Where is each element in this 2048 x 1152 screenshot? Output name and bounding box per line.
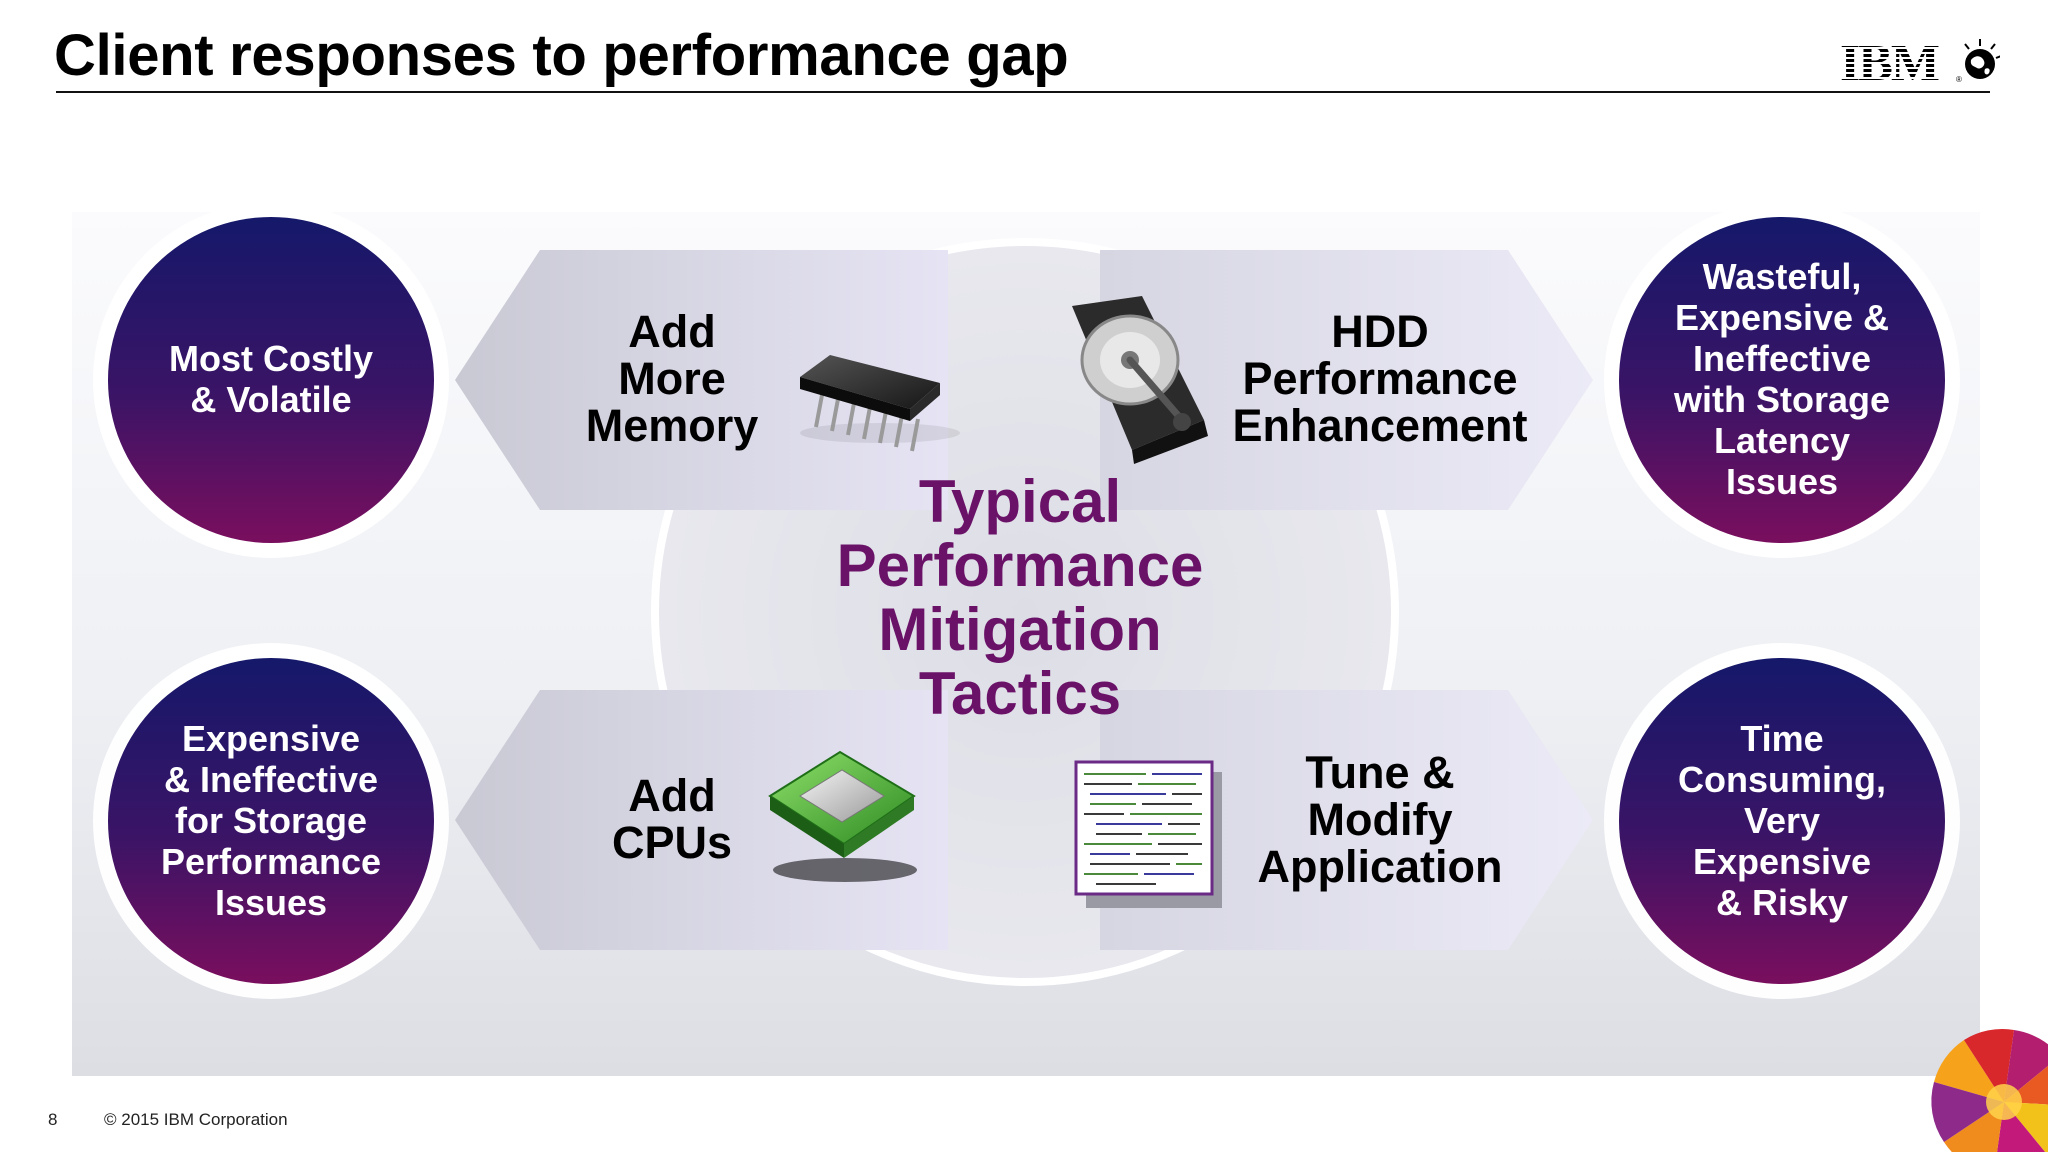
hexagon-cpus <box>455 690 948 950</box>
hard-drive-icon <box>1072 296 1208 464</box>
svg-text:IBM: IBM <box>1840 35 1939 92</box>
code-document-icon <box>1074 760 1222 908</box>
outcome-circle-tune <box>1619 658 1945 984</box>
cpu-icon <box>768 750 917 882</box>
tactic-text-hdd: HDD Performance Enhancement <box>1232 306 1528 451</box>
outcome-text-cpus: Expensive & Ineffective for Storage Perf… <box>160 718 382 923</box>
hexagon-memory <box>455 250 948 510</box>
hexagon-hdd <box>1100 250 1593 510</box>
hexagon-tune <box>1100 690 1593 950</box>
tactic-text-memory: Add More Memory <box>585 306 759 451</box>
center-label: Typical Performance Mitigation Tactics <box>836 468 1204 727</box>
svg-text:®: ® <box>1956 75 1962 84</box>
memory-chip-icon <box>800 355 960 452</box>
tactic-text-cpus: Add CPUs <box>611 770 733 868</box>
tactic-text-tune: Tune & Modify Application <box>1257 747 1503 892</box>
outcome-circle-cpus <box>108 658 434 984</box>
page-title: Client responses to performance gap <box>54 23 1069 88</box>
outcome-text-hdd: Wasteful, Expensive & Ineffective with S… <box>1673 256 1891 502</box>
decorative-burst-graphic <box>1931 1029 2048 1152</box>
page-number: 8 <box>48 1110 58 1129</box>
copyright-notice: © 2015 IBM Corporation <box>104 1110 288 1129</box>
ibm-logo: IBM ® <box>1840 35 2000 92</box>
outcome-text-memory: Most Costly & Volatile <box>168 338 373 420</box>
outcome-text-tune: Time Consuming, Very Expensive & Risky <box>1678 718 1886 923</box>
outcome-circle-hdd <box>1619 217 1945 543</box>
outcome-circle-memory <box>108 217 434 543</box>
title-rule <box>56 91 1990 93</box>
